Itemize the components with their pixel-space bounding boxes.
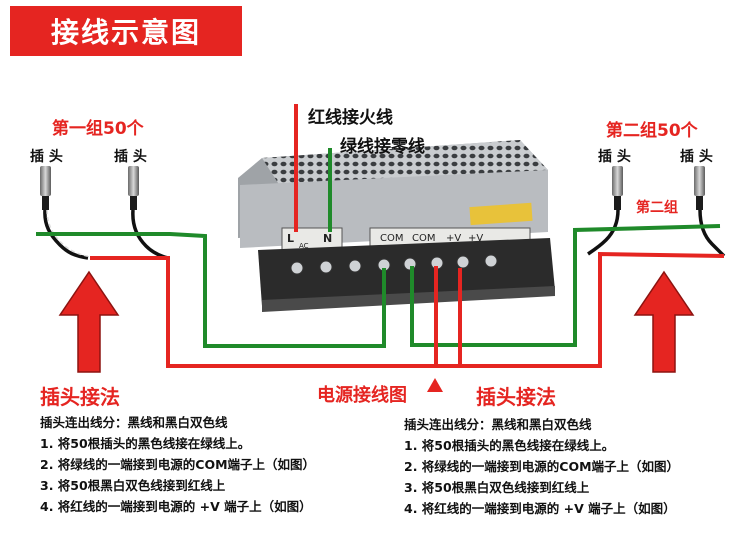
instructions-left-header: 插头连出线分：黑线和黑白双色线	[40, 415, 228, 430]
terminal-label-plus-v-2: +V	[468, 233, 484, 244]
terminal-label-com-2: COM	[412, 233, 436, 244]
left-method-label: 插头接法	[40, 385, 120, 409]
instructions-left: 插头连出线分：黑线和黑白双色线 1. 将50根插头的黑色线接在绿线上。 2. 将…	[40, 412, 315, 517]
instructions-left-step-2: 2. 将绿线的一端接到电源的COM端子上（如图）	[40, 457, 316, 472]
right-plug-1	[587, 166, 623, 256]
red-wire	[90, 104, 725, 368]
right-plug-2	[694, 166, 726, 258]
psu-vent-mesh	[262, 140, 548, 186]
instructions-left-step-1: 1. 将50根插头的黑色线接在绿线上。	[40, 436, 251, 451]
green-wire	[36, 148, 721, 348]
instructions-right-step-2: 2. 将绿线的一端接到电源的COM端子上（如图）	[404, 459, 680, 474]
right-method-label: 插头接法	[476, 385, 556, 409]
instructions-right: 插头连出线分：黑线和黑白双色线 1. 将50根插头的黑色线接在绿线上。 2. 将…	[404, 414, 679, 519]
terminal-block	[258, 238, 555, 306]
instructions-right-step-3: 3. 将50根黑白双色线接到红线上	[404, 480, 590, 495]
instructions-left-step-4: 4. 将红线的一端接到电源的 +V 端子上（如图）	[40, 499, 312, 514]
title-banner: 接线示意图	[10, 6, 242, 56]
left-plug-1	[40, 166, 99, 260]
red-wire-label: 红线接火线	[308, 108, 393, 128]
right-group-heading: 第二组50个	[606, 121, 698, 141]
instructions-right-step-4: 4. 将红线的一端接到电源的 +V 端子上（如图）	[404, 501, 676, 516]
right-plug-label-2: 插 头	[680, 149, 713, 165]
left-group-heading: 第一组50个	[52, 119, 144, 139]
terminal-label-ac: AC	[299, 242, 309, 250]
left-plug-2	[128, 166, 169, 260]
left-plug-label-2: 插 头	[114, 149, 147, 165]
left-plug-label-1: 插 头	[30, 149, 63, 165]
power-wiring-label: 电源接线图	[317, 385, 407, 406]
right-big-arrow	[633, 270, 695, 373]
instructions-left-step-3: 3. 将50根黑白双色线接到红线上	[40, 478, 226, 493]
terminal-label-n: N	[323, 232, 333, 245]
power-supply-unit	[238, 140, 555, 312]
instructions-right-header: 插头连出线分：黑线和黑白双色线	[404, 417, 592, 432]
terminal-label-com-1: COM	[380, 233, 404, 244]
page-title: 接线示意图	[50, 16, 201, 49]
small-red-arrow	[427, 378, 443, 392]
instructions-right-step-1: 1. 将50根插头的黑色线接在绿线上。	[404, 438, 615, 453]
terminal-label-plus-v-1: +V	[446, 233, 462, 244]
right-sub-label: 第二组	[636, 200, 678, 216]
terminal-label-l: L	[287, 232, 295, 245]
green-wire-label: 绿线接零线	[340, 137, 425, 157]
left-big-arrow	[58, 270, 120, 373]
right-plug-label-1: 插 头	[598, 149, 631, 165]
